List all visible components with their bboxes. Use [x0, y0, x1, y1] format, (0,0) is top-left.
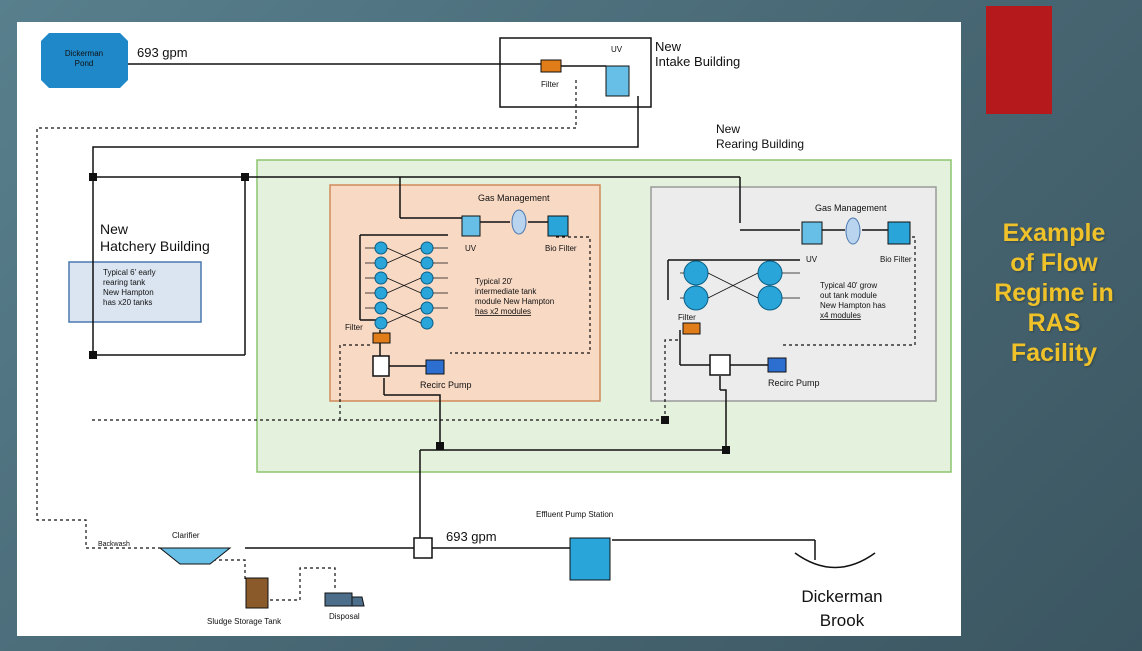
junction-node [241, 173, 249, 181]
module-20-uv-label: UV [465, 244, 477, 253]
sludge-tank-icon [245, 577, 269, 609]
junction-node [89, 173, 97, 181]
module-40-pump-label: Recirc Pump [768, 378, 820, 388]
clarifier-icon [158, 547, 232, 565]
backwash-label: Backwash [98, 541, 130, 548]
module-20-biofilter-icon [547, 215, 569, 237]
module-20-pump-label: Recirc Pump [420, 380, 472, 390]
module-20-filter-label: Filter [345, 323, 363, 332]
effluent-label: Effluent Pump Station [536, 510, 613, 519]
junction-node [722, 446, 730, 454]
module-40-biofilter-icon [887, 221, 911, 245]
module-20-sump-icon [372, 355, 390, 377]
module-20-filter-icon [372, 332, 391, 344]
module-20-pump-icon [425, 359, 445, 375]
module-20-gas-label: Gas Management [478, 193, 550, 203]
effluent-pump-station-icon [569, 537, 611, 581]
flow-out-label: 693 gpm [446, 529, 497, 544]
module-40-uv-icon [801, 221, 823, 245]
intake-uv-label: UV [611, 45, 623, 54]
dickerman-pond-icon [41, 33, 128, 88]
clarifier-label: Clarifier [172, 531, 200, 540]
slide-title: Example of Flow Regime in RAS Facility [994, 219, 1114, 367]
disposal-label: Disposal [329, 612, 360, 621]
module-40-sump-icon [709, 354, 731, 376]
module-40-gas-icon [845, 217, 861, 245]
module-40-filter-icon [682, 322, 701, 335]
flow-in-label: 693 gpm [137, 45, 188, 60]
junction-node [436, 442, 444, 450]
module-40-biofilter-label: Bio Filter [880, 255, 912, 264]
disposal-truck-icon [324, 592, 365, 607]
intake-filter-icon [540, 59, 562, 73]
module-20-uv-icon [461, 215, 481, 237]
module-20-biofilter-label: Bio Filter [545, 244, 577, 253]
sludge-tank-label: Sludge Storage Tank [207, 617, 282, 626]
splitter-box-icon [413, 537, 433, 559]
brook-channel-icon [794, 552, 876, 569]
module-20-gas-icon [511, 209, 527, 235]
module-40-pump-icon [767, 357, 787, 373]
junction-node [89, 351, 97, 359]
module-20-tanks [374, 241, 434, 330]
junction-node [661, 416, 669, 424]
module-40-uv-label: UV [806, 255, 818, 264]
intake-uv-icon [605, 65, 630, 97]
red-accent-bar [986, 6, 1052, 114]
module-40-gas-label: Gas Management [815, 203, 887, 213]
module-40-filter-label: Filter [678, 313, 696, 322]
hatchery-tank-box [68, 261, 202, 323]
intake-filter-label: Filter [541, 80, 559, 89]
